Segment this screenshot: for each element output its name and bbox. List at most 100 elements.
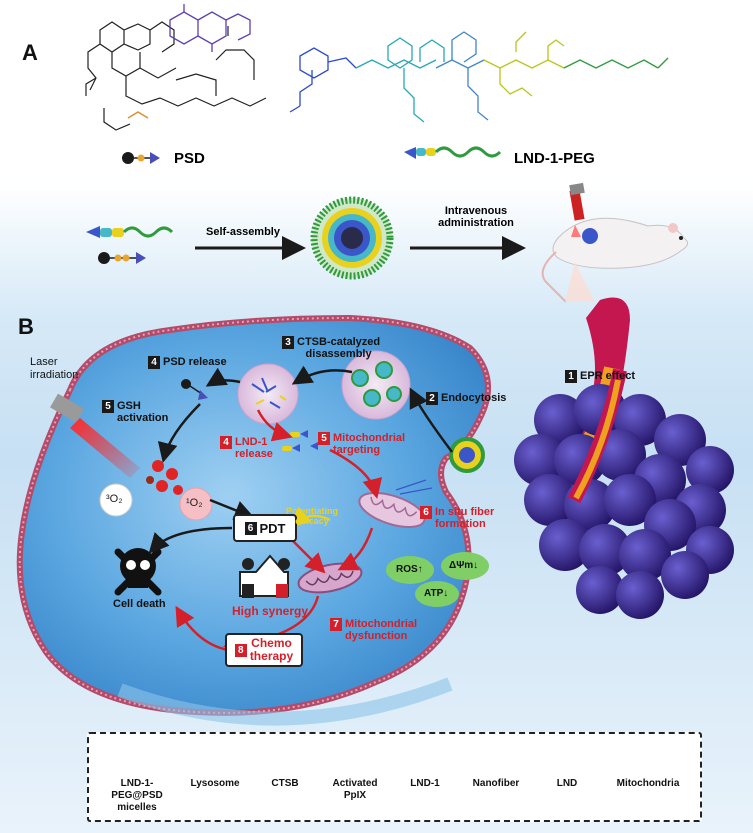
psd-structure — [85, 21, 267, 131]
legend-label-lnd1: LND-1 — [410, 778, 440, 789]
legend-label-ppix-1: Activated — [332, 778, 378, 789]
legend-item-lnd1: LND-1 — [393, 740, 457, 790]
legend-label-mitochondria: Mitochondria — [616, 778, 680, 789]
legend-label-micelles-2: micelles — [117, 802, 157, 813]
mouse-graphic — [541, 182, 688, 303]
laser-label-line1: Laser — [30, 356, 58, 368]
step-2-number: 2 — [426, 392, 438, 405]
lnd-peg-label: LND-1-PEG — [514, 150, 595, 167]
potentiating-line2: efficacy — [295, 516, 329, 526]
membrane-potential-label: ΔΨm↓ — [449, 560, 479, 571]
step-5b-line2: targeting — [333, 444, 381, 456]
step-4b-line1: LND-1 — [235, 436, 268, 448]
vessel-lumen — [573, 379, 621, 500]
legend-label-ppix-2: PpIX — [343, 790, 367, 801]
lysosome-endocytosed — [341, 350, 411, 420]
ros-bubble — [386, 556, 434, 584]
lnd-peg-unit-icon — [86, 226, 174, 238]
legend-item-nanofiber: Nanofiber — [461, 740, 531, 790]
step-7-line1: Mitochondrial — [345, 618, 418, 630]
step-4b-line2: release — [235, 448, 273, 460]
step-3-line2: disassembly — [305, 348, 372, 360]
micelle-graphic — [310, 196, 394, 280]
legend-label-lnd: LND — [556, 778, 578, 789]
psd-label: PSD — [174, 150, 205, 167]
lysosome-disassembly — [237, 363, 299, 425]
step-4b-number: 4 — [220, 436, 232, 449]
psd-quinone — [169, 4, 251, 52]
singlet-oxygen-bubble — [179, 487, 213, 521]
psd-mini-icon — [122, 152, 160, 164]
micelle-entering — [449, 437, 485, 473]
legend-item-lysosome: Lysosome — [183, 740, 247, 790]
step-3-line1: CTSB-catalyzed — [297, 336, 381, 348]
panel-b-label: B — [18, 314, 34, 339]
administration-label: Intravenous administration — [436, 205, 516, 229]
administration-label-line2: administration — [438, 217, 514, 229]
step-6b-line1: In situ fiber — [435, 506, 495, 518]
atp-label: ATP↓ — [424, 588, 449, 599]
membrane-potential-bubble — [441, 552, 489, 580]
lnd-peg-structure — [289, 31, 669, 123]
step-5a-line2: activation — [117, 412, 169, 424]
step-8-line2: therapy — [249, 649, 294, 663]
legend-item-mitochondria: Mitochondria — [601, 740, 695, 790]
legend-item-ctsb: CTSB — [253, 740, 317, 790]
ros-label: ROS↑ — [396, 564, 423, 575]
legend-label-lysosome: Lysosome — [190, 778, 240, 789]
potentiating-line1: Potentiating — [286, 506, 338, 516]
singlet-oxygen-label: ¹O₂ — [186, 497, 203, 509]
administration-label-line1: Intravenous — [444, 205, 508, 217]
legend-item-lnd: LND — [535, 740, 599, 790]
step-1-text: EPR effect — [580, 370, 636, 382]
skull-icon — [114, 548, 162, 596]
psd-disulfide — [127, 111, 149, 119]
step-1-number: 1 — [565, 370, 577, 383]
step-8-line1: Chemo — [251, 636, 292, 650]
step-5b-number: 5 — [318, 432, 330, 445]
step-7-number: 7 — [330, 618, 342, 631]
step-5a-number: 5 — [102, 400, 114, 413]
cell-death-label: Cell death — [113, 598, 166, 610]
step-7-line2: dysfunction — [345, 630, 408, 642]
lnd-peg-mini-icon — [404, 146, 502, 159]
step-6a-number: 6 — [244, 521, 257, 535]
atp-bubble — [415, 581, 459, 607]
step-6b-line2: formation — [435, 518, 486, 530]
step-4a-text: PSD release — [163, 356, 227, 368]
psd-unit-icon — [98, 252, 146, 264]
ppix-cluster — [146, 460, 183, 495]
high-synergy-label: High synergy — [232, 604, 309, 618]
potentiating-label: Potentiating efficacy — [286, 506, 338, 526]
step-6a-text: PDT — [259, 520, 286, 536]
step-5a-line1: GSH — [117, 400, 141, 412]
step-2-text: Endocytosis — [441, 392, 507, 404]
triplet-oxygen-label: ³O₂ — [106, 493, 123, 505]
high-synergy-icon — [239, 554, 290, 598]
legend-label-ctsb: CTSB — [271, 778, 299, 789]
step-5b-line1: Mitochondrial — [333, 432, 406, 444]
psd-released — [181, 379, 208, 400]
tumor-cluster — [514, 384, 734, 619]
mitochondrion-fibers — [358, 479, 433, 528]
step-8-number: 8 — [234, 643, 247, 657]
laser-label: Laser irradiation — [30, 356, 78, 382]
laser-device — [50, 393, 140, 478]
legend-label-nanofiber: Nanofiber — [472, 778, 520, 789]
step-6b-number: 6 — [420, 506, 432, 519]
